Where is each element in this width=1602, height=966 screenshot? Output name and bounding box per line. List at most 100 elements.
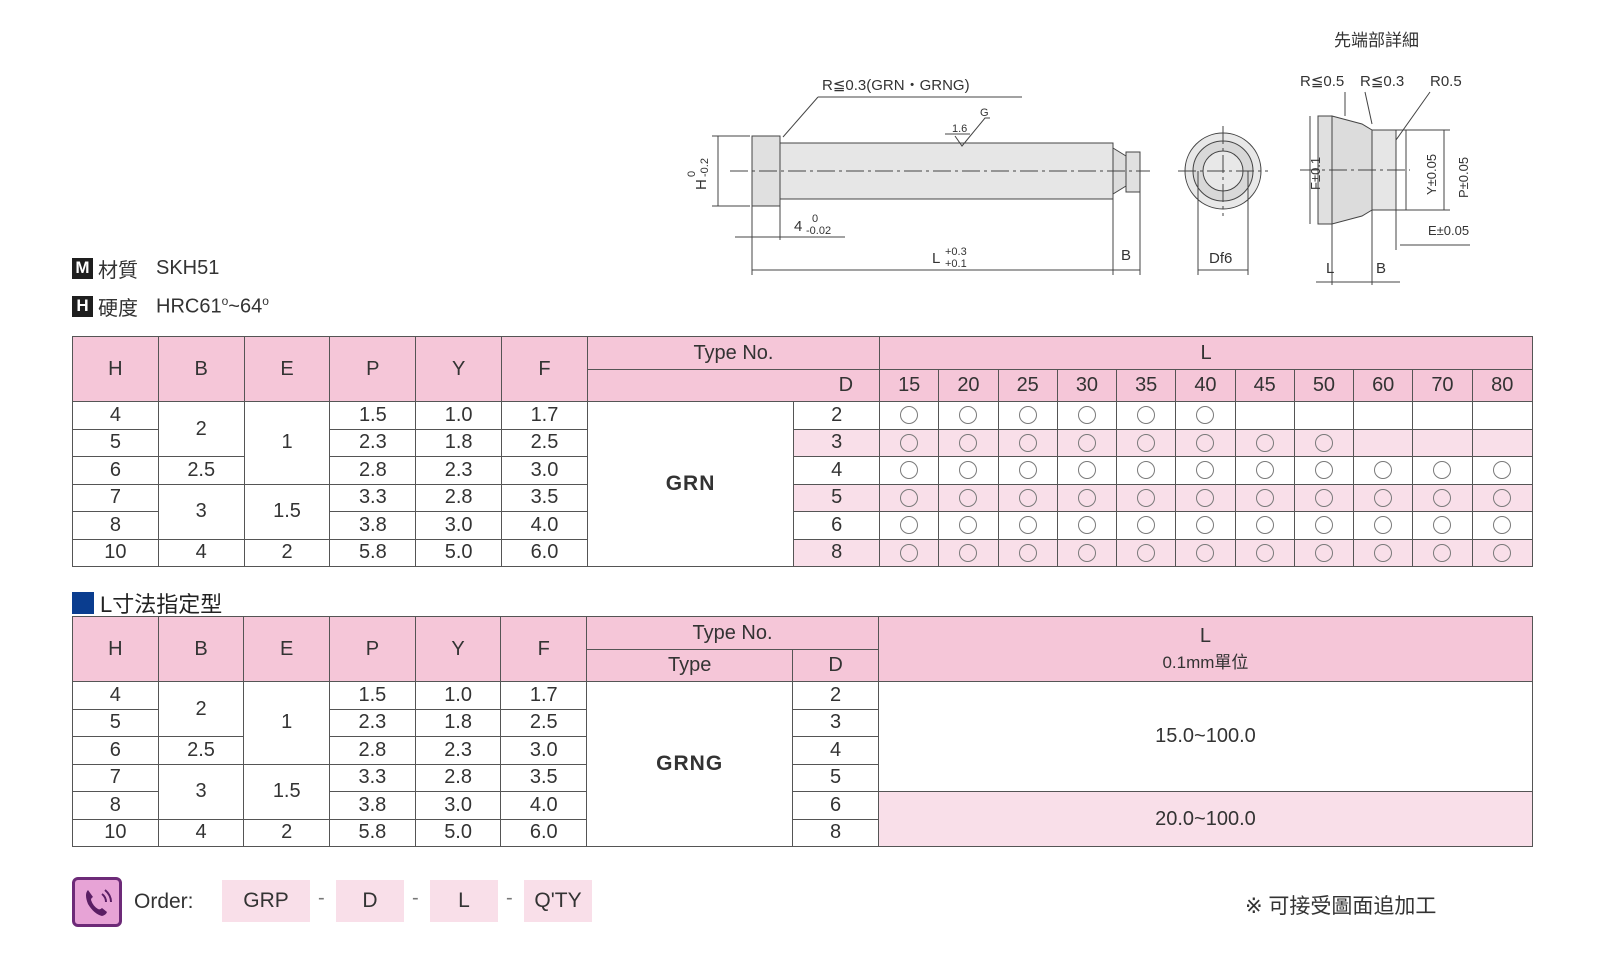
availability-cell bbox=[1412, 483, 1473, 512]
cell-h: 6 bbox=[72, 456, 159, 485]
cell-d: 6 bbox=[792, 791, 879, 820]
availability-cell bbox=[1353, 456, 1414, 485]
availability-mark-icon bbox=[1077, 406, 1096, 425]
cell-f: 6.0 bbox=[500, 818, 588, 847]
availability-mark-icon bbox=[1077, 516, 1096, 535]
cell-h: 8 bbox=[72, 511, 159, 540]
availability-mark-icon bbox=[1255, 461, 1274, 480]
type-name: GRN bbox=[665, 472, 716, 495]
availability-cell bbox=[1293, 511, 1355, 540]
length-label: L bbox=[932, 250, 940, 267]
cell-d: 8 bbox=[792, 818, 879, 847]
cell-b: 3 bbox=[157, 483, 245, 540]
availability-mark-icon bbox=[1137, 488, 1156, 507]
cell-h: 7 bbox=[72, 763, 159, 792]
availability-cell bbox=[1234, 428, 1295, 457]
cell-p: 2.8 bbox=[329, 456, 417, 485]
availability-mark-icon bbox=[1018, 543, 1037, 562]
cell-e: 1.5 bbox=[243, 763, 331, 820]
order-code-d: D bbox=[336, 880, 404, 922]
length-header: 80 bbox=[1471, 369, 1534, 402]
callout-radius-text: R≦0.3(GRN・GRNG) bbox=[822, 77, 970, 94]
material-value: SKH51 bbox=[156, 256, 220, 279]
material-label: 材質 bbox=[98, 259, 138, 282]
length-header: 40 bbox=[1175, 369, 1236, 402]
section-title: L寸法指定型 bbox=[72, 590, 222, 617]
cell-d: 2 bbox=[792, 681, 879, 710]
cell-p: 2.3 bbox=[329, 428, 417, 457]
availability-cell bbox=[997, 511, 1058, 540]
cell-y: 2.8 bbox=[414, 763, 502, 792]
availability-cell bbox=[1412, 511, 1473, 540]
availability-cell bbox=[1175, 538, 1236, 567]
hardness-value: HRC61o~64o bbox=[156, 293, 269, 318]
availability-cell bbox=[1353, 483, 1414, 512]
g-symbol: G bbox=[980, 107, 989, 119]
cell-b: 4 bbox=[157, 538, 245, 567]
length-header: 45 bbox=[1234, 369, 1295, 402]
col-header-b: B bbox=[157, 616, 245, 682]
col-header-e: E bbox=[243, 616, 331, 682]
availability-cell bbox=[1175, 456, 1236, 485]
col-header-type-no: Type No. bbox=[586, 336, 881, 370]
cell-d: 2 bbox=[793, 401, 881, 430]
col-header-f: F bbox=[501, 336, 588, 402]
pin-tip bbox=[1125, 151, 1141, 193]
availability-mark-icon bbox=[1077, 461, 1096, 480]
availability-mark-icon bbox=[1314, 488, 1333, 507]
availability-mark-icon bbox=[1493, 516, 1512, 535]
order-dash: - bbox=[412, 887, 419, 909]
availability-mark-icon bbox=[1018, 488, 1037, 507]
head-tol-lower: -0.02 bbox=[806, 225, 831, 237]
cell-y: 5.0 bbox=[415, 538, 503, 567]
availability-cell bbox=[938, 401, 999, 430]
availability-mark-icon bbox=[1196, 461, 1215, 480]
availability-mark-icon bbox=[900, 461, 919, 480]
availability-mark-icon bbox=[1314, 433, 1333, 452]
col-header-d: D bbox=[792, 649, 879, 682]
technical-drawing: R≦0.3(GRN・GRNG) G 1.6 H 0 -0.2 4 0 -0.02… bbox=[686, 31, 1471, 285]
cell-f: 2.5 bbox=[501, 428, 588, 457]
availability-cell bbox=[879, 511, 940, 540]
availability-cell bbox=[879, 538, 940, 567]
availability-cell bbox=[879, 401, 940, 430]
b-dim-label: B bbox=[1121, 247, 1131, 264]
cell-h: 7 bbox=[72, 483, 159, 512]
cell-p: 3.3 bbox=[329, 483, 417, 512]
length-header: 50 bbox=[1293, 369, 1355, 402]
cell-e: 2 bbox=[243, 538, 331, 567]
cell-f: 4.0 bbox=[501, 511, 588, 540]
cell-f: 3.0 bbox=[500, 736, 588, 765]
type-spacer bbox=[586, 369, 794, 402]
col-header-l-unit: 0.1mm單位 bbox=[1162, 653, 1249, 672]
availability-cell bbox=[1234, 401, 1295, 430]
cell-p: 2.3 bbox=[329, 708, 416, 737]
cell-y: 3.0 bbox=[414, 791, 502, 820]
cell-b: 2.5 bbox=[157, 736, 245, 765]
cell-y: 2.8 bbox=[415, 483, 503, 512]
order-code-grp: GRP bbox=[222, 880, 310, 922]
availability-mark-icon bbox=[1374, 461, 1393, 480]
availability-mark-icon bbox=[1433, 516, 1452, 535]
cell-p: 3.3 bbox=[329, 763, 416, 792]
cell-y: 5.0 bbox=[414, 818, 502, 847]
cell-y: 2.3 bbox=[414, 736, 502, 765]
col-header-l: L bbox=[879, 336, 1533, 370]
availability-mark-icon bbox=[1137, 433, 1156, 452]
cell-e: 2 bbox=[243, 818, 331, 847]
cell-d: 5 bbox=[793, 483, 881, 512]
availability-mark-icon bbox=[1077, 488, 1096, 507]
type-name-cell: GRNG bbox=[586, 681, 794, 847]
length-tol-upper: +0.3 bbox=[945, 246, 967, 258]
availability-mark-icon bbox=[1314, 516, 1333, 535]
availability-cell bbox=[1412, 428, 1473, 457]
col-header-p: P bbox=[329, 336, 417, 402]
order-dash: - bbox=[506, 887, 513, 909]
cell-d: 3 bbox=[793, 428, 881, 457]
cell-h: 8 bbox=[72, 791, 159, 820]
detail-l-label: L bbox=[1326, 260, 1334, 277]
availability-cell bbox=[1056, 511, 1118, 540]
availability-mark-icon bbox=[1433, 543, 1452, 562]
